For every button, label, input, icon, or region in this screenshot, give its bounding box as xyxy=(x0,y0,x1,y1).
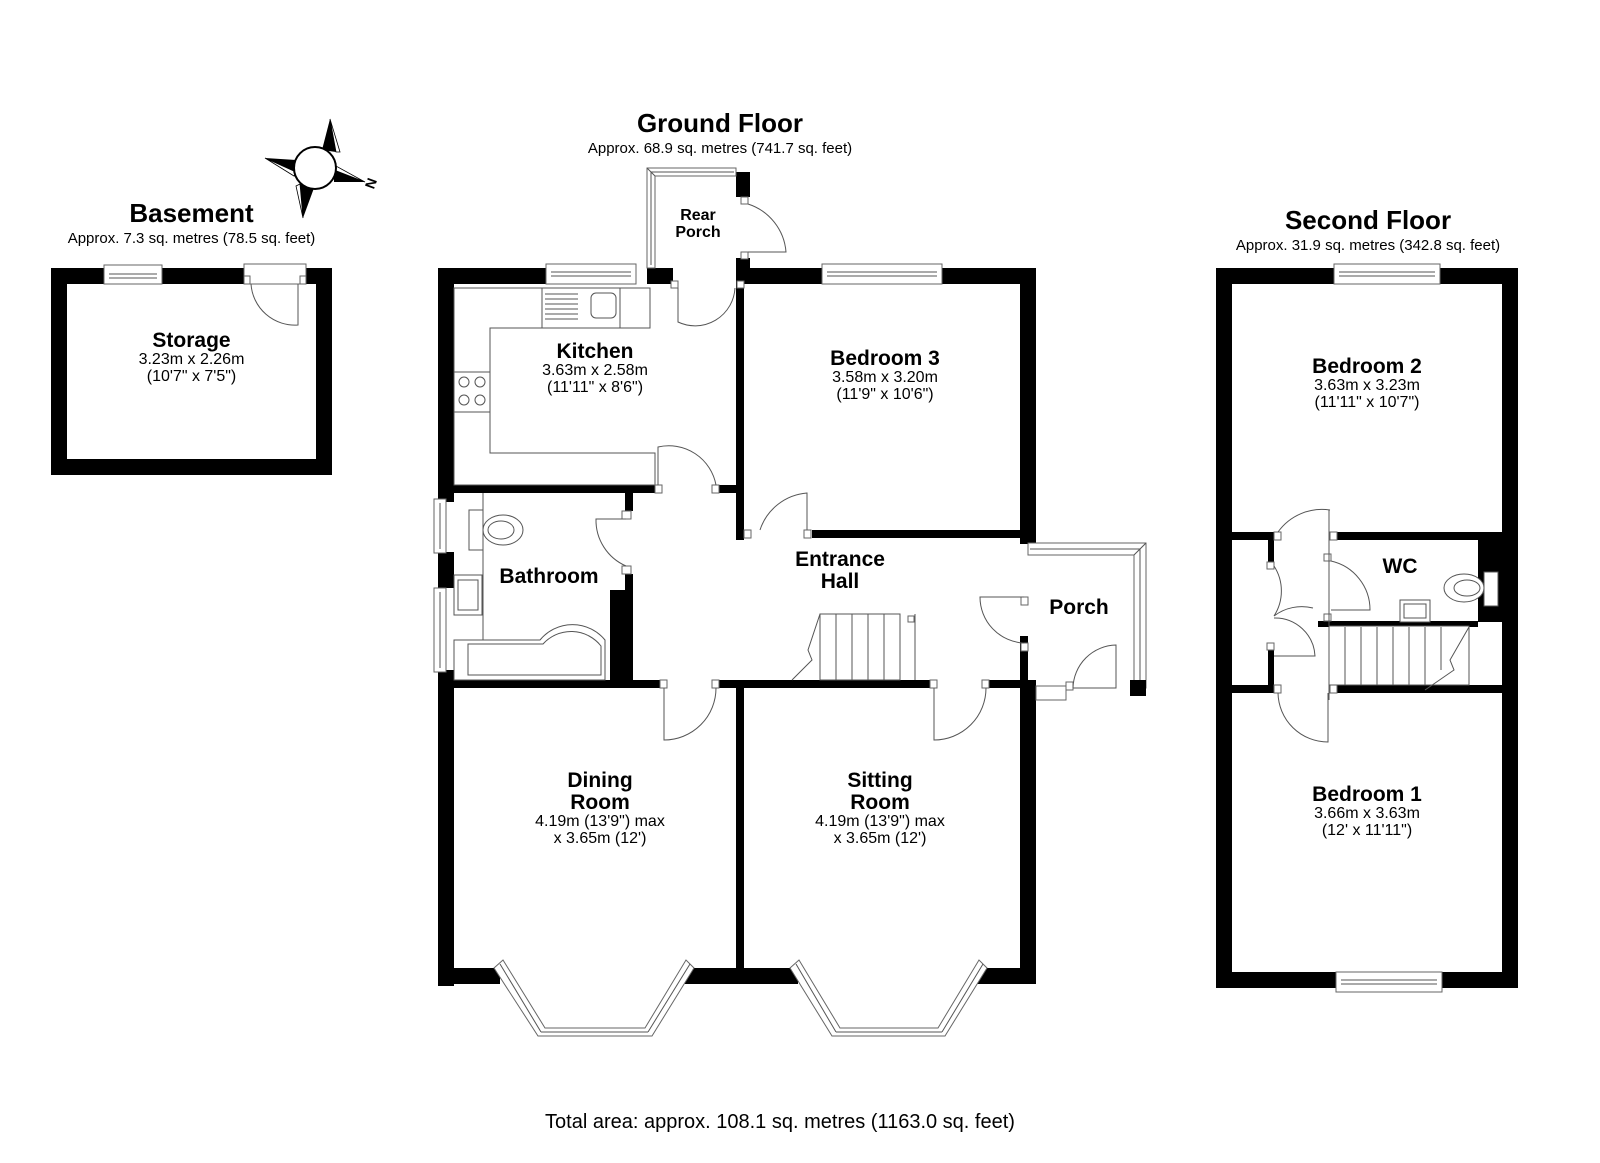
room-wc: WC xyxy=(1370,555,1430,578)
room-name: Rear xyxy=(680,207,716,224)
room-name: WC xyxy=(1382,555,1418,578)
room-dimensions: 3.63m x 3.23m xyxy=(1314,377,1420,395)
room-name: Dining xyxy=(567,769,633,792)
room-name: Bedroom 3 xyxy=(830,347,940,370)
room-dimensions: 4.19m (13'9") max xyxy=(535,813,665,831)
total-area: Total area: approx. 108.1 sq. metres (11… xyxy=(545,1111,1015,1133)
room-bedroom-2: Bedroom 2 3.63m x 3.23m (11'11" x 10'7") xyxy=(1260,355,1474,412)
floor-area: Approx. 7.3 sq. metres (78.5 sq. feet) xyxy=(67,230,316,248)
floor-title: Ground Floor xyxy=(636,108,804,138)
basin-icon xyxy=(453,574,483,616)
staircase-icon xyxy=(1328,625,1470,691)
compass-rose-icon xyxy=(264,118,366,219)
basin-icon xyxy=(1399,599,1431,623)
bay-window-dining xyxy=(493,959,695,1037)
room-dimensions-imperial: (11'11" x 8'6") xyxy=(546,378,644,396)
room-dimensions-imperial: (11'11" x 10'7") xyxy=(1314,393,1420,411)
room-name: Bedroom 2 xyxy=(1312,355,1422,378)
room-bedroom-1: Bedroom 1 3.66m x 3.63m (12' x 11'11") xyxy=(1260,783,1474,840)
room-dimensions-imperial: (11'9" x 10'6") xyxy=(836,385,934,403)
room-entrance-hall: Entrance Hall xyxy=(770,548,910,594)
room-name: Kitchen xyxy=(556,340,634,363)
room-name: Storage xyxy=(152,329,231,352)
room-name-line2: Porch xyxy=(675,223,721,241)
ground-floor-plan xyxy=(433,167,1147,1037)
ground-floor-header: Ground Floor Approx. 68.9 sq. metres (74… xyxy=(520,108,920,158)
room-sitting-room: Sitting Room 4.19m (13'9") max x 3.65m (… xyxy=(760,769,1000,848)
room-name-line2: Room xyxy=(570,791,630,815)
room-dimensions: 3.58m x 3.20m xyxy=(832,369,938,387)
room-name: Bathroom xyxy=(499,565,599,588)
basement-header: Basement Approx. 7.3 sq. metres (78.5 sq… xyxy=(51,198,332,248)
room-dining-room: Dining Room 4.19m (13'9") max x 3.65m (1… xyxy=(480,769,720,848)
floor-area: Approx. 68.9 sq. metres (741.7 sq. feet) xyxy=(587,140,853,158)
room-bathroom: Bathroom xyxy=(484,565,614,588)
sink-icon xyxy=(545,292,617,320)
toilet-icon xyxy=(468,509,524,551)
room-dimensions: 3.23m x 2.26m xyxy=(138,351,245,369)
room-dimensions: 4.19m (13'9") max xyxy=(815,813,945,831)
room-storage: Storage 3.23m x 2.26m (10'7" x 7'5") xyxy=(67,329,316,386)
basement-plan xyxy=(51,263,332,475)
room-kitchen: Kitchen 3.63m x 2.58m (11'11" x 8'6") xyxy=(500,340,690,397)
room-dimensions-imperial: x 3.65m (12') xyxy=(833,829,927,847)
second-floor-header: Second Floor Approx. 31.9 sq. metres (34… xyxy=(1200,205,1536,255)
room-dimensions: 3.63m x 2.58m xyxy=(542,362,648,380)
floor-title: Basement xyxy=(129,198,254,228)
room-name: Bedroom 1 xyxy=(1312,783,1422,806)
room-name: Porch xyxy=(1049,596,1109,619)
room-dimensions-imperial: (12' x 11'11") xyxy=(1321,821,1413,839)
floor-area: Approx. 31.9 sq. metres (342.8 sq. feet) xyxy=(1235,237,1501,255)
toilet-icon xyxy=(1443,571,1499,607)
hob-icon xyxy=(453,371,491,413)
room-name: Sitting xyxy=(847,769,913,792)
room-dimensions-imperial: (10'7" x 7'5") xyxy=(146,367,237,385)
room-porch: Porch xyxy=(1036,596,1122,619)
room-bedroom-3: Bedroom 3 3.58m x 3.20m (11'9" x 10'6") xyxy=(780,347,990,404)
bath-icon xyxy=(453,624,606,681)
bay-window-sitting xyxy=(789,959,988,1037)
room-name: Entrance xyxy=(795,548,885,571)
room-rear-porch: Rear Porch xyxy=(660,207,736,242)
room-dimensions-imperial: x 3.65m (12') xyxy=(553,829,647,847)
room-dimensions: 3.66m x 3.63m xyxy=(1314,805,1420,823)
room-name-line2: Hall xyxy=(820,570,860,594)
floor-title: Second Floor xyxy=(1284,205,1452,235)
second-floor-plan xyxy=(1216,263,1518,993)
room-name-line2: Room xyxy=(850,791,910,815)
staircase-icon xyxy=(791,613,916,681)
